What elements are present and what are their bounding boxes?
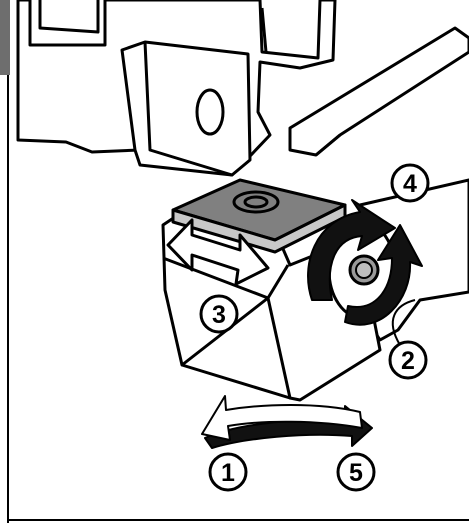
callout-2-leader xyxy=(391,299,416,346)
clamp-block xyxy=(120,40,252,177)
diagonal-arm xyxy=(288,26,469,157)
callout-4: 4 xyxy=(390,163,430,203)
callout-2: 2 xyxy=(388,340,428,380)
callout-2-label: 2 xyxy=(401,347,415,375)
callout-3: 3 xyxy=(199,294,239,334)
callout-4-label: 4 xyxy=(403,170,417,198)
callout-3-label: 3 xyxy=(212,301,226,329)
callout-1-label: 1 xyxy=(221,459,235,487)
move-arrow-icon xyxy=(166,218,270,286)
callout-1: 1 xyxy=(208,452,248,492)
corner-tab xyxy=(0,0,10,75)
rotate-arrow-icon xyxy=(307,199,423,326)
callout-5: 5 xyxy=(336,452,376,492)
swing-arrow-icon xyxy=(201,395,373,449)
callout-5-label: 5 xyxy=(349,459,363,487)
